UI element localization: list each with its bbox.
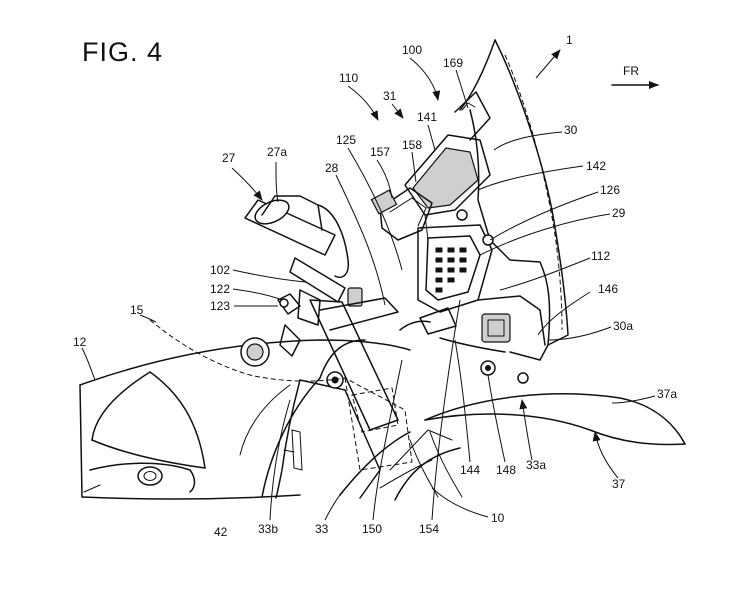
ref-12: 12 [73, 335, 87, 349]
ref-33a: 33a [526, 458, 546, 472]
ref-110: 110 [339, 71, 358, 85]
ref-148: 148 [496, 463, 516, 477]
ref-146: 146 [598, 282, 618, 296]
ref-30a: 30a [613, 319, 633, 333]
ref-28: 28 [325, 161, 339, 175]
ref-126: 126 [600, 183, 620, 197]
ref-100: 100 [402, 43, 422, 57]
figure-title: FIG. 4 [82, 37, 163, 67]
frame [261, 299, 461, 501]
ref-33b: 33b [258, 522, 278, 536]
ref-102: 102 [210, 263, 230, 277]
ref-37: 37 [612, 477, 626, 491]
ref-150: 150 [362, 522, 382, 536]
leader-lines [81, 49, 656, 521]
ref-169: 169 [443, 56, 463, 70]
ref-31: 31 [383, 89, 397, 103]
ref-15: 15 [130, 303, 144, 317]
stay-bracket [417, 209, 546, 346]
ref-157: 157 [370, 145, 390, 159]
ref-141: 141 [417, 110, 437, 124]
ref-154: 154 [419, 522, 439, 536]
ref-27a: 27a [267, 145, 287, 159]
ref-123: 123 [210, 299, 230, 313]
dashed-outlines [149, 319, 413, 471]
ref-142: 142 [586, 159, 606, 173]
ref-10: 10 [491, 511, 505, 525]
lower-fittings [399, 307, 529, 384]
ref-122: 122 [210, 282, 230, 296]
fuel-tank [79, 337, 411, 500]
ref-144: 144 [460, 463, 480, 477]
ref-112: 112 [591, 249, 610, 263]
windscreen [459, 39, 569, 361]
ref-37a: 37a [657, 387, 677, 401]
ref-33: 33 [315, 522, 329, 536]
ref-27: 27 [222, 151, 236, 165]
reference-labels: 1 100 169 110 31 141 30 125 158 27 27a 1… [73, 33, 677, 539]
handlebar-assembly [244, 195, 399, 357]
ref-1: 1 [566, 33, 573, 47]
ref-30: 30 [564, 123, 578, 137]
ref-158: 158 [402, 138, 422, 152]
direction-label: FR [623, 64, 639, 78]
front-fender [379, 393, 686, 498]
meter-assembly [370, 91, 491, 241]
ref-125: 125 [336, 133, 356, 147]
ref-29: 29 [612, 206, 626, 220]
ref-42: 42 [214, 525, 228, 539]
